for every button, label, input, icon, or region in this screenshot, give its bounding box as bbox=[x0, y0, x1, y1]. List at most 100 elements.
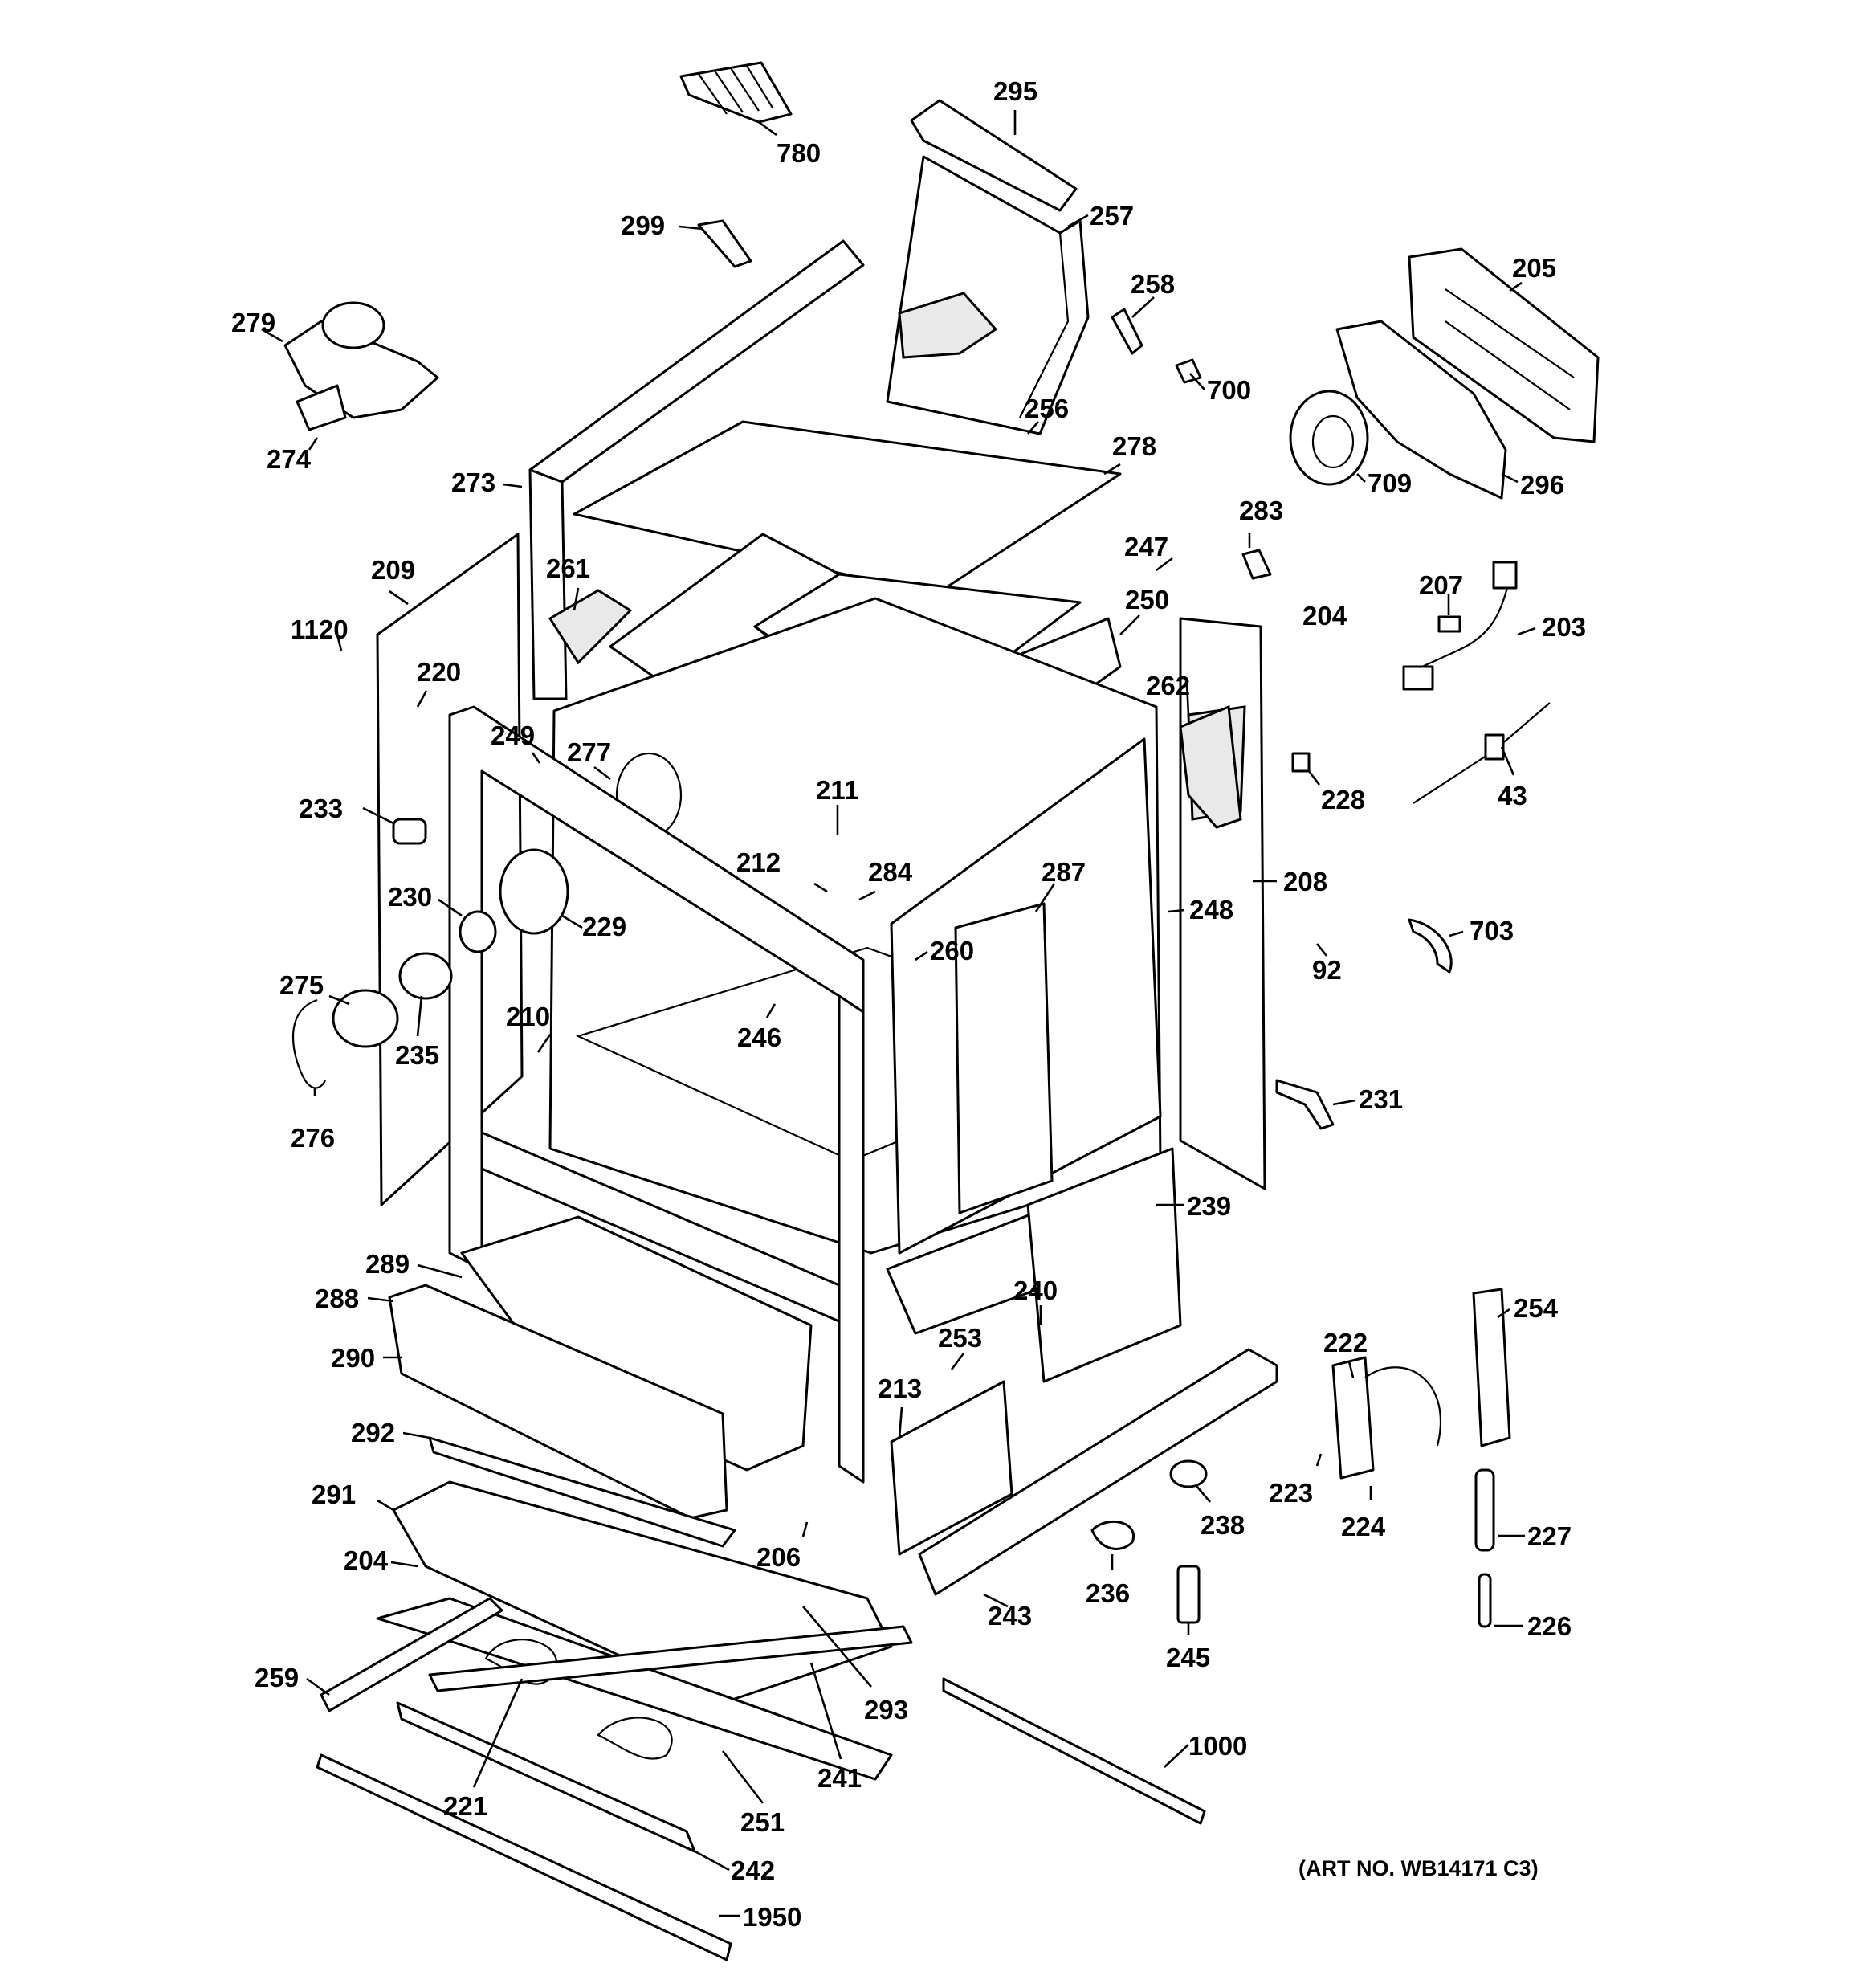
callout-253: 253 bbox=[938, 1323, 982, 1353]
callout-276: 276 bbox=[291, 1123, 335, 1153]
callout-92: 92 bbox=[1312, 955, 1342, 985]
part-248-side-panel bbox=[890, 737, 1162, 1255]
callout-205: 205 bbox=[1512, 253, 1556, 283]
part-261-insulation-piece bbox=[548, 589, 633, 665]
part-273-top-frame bbox=[528, 239, 865, 700]
callout-229: 229 bbox=[582, 912, 626, 941]
part-703-clip bbox=[1408, 918, 1453, 974]
callout-213: 213 bbox=[878, 1374, 922, 1403]
part-245-leveler bbox=[1176, 1565, 1201, 1624]
callout-224: 224 bbox=[1341, 1512, 1386, 1541]
callout-212: 212 bbox=[736, 847, 781, 877]
part-262-insulation bbox=[1179, 704, 1242, 829]
part-276-wire-retainer bbox=[291, 998, 326, 1089]
callout-259: 259 bbox=[255, 1663, 299, 1692]
callout-289: 289 bbox=[365, 1249, 410, 1279]
callout-291: 291 bbox=[312, 1480, 356, 1509]
part-43-sensor bbox=[1413, 702, 1551, 804]
callout-247: 247 bbox=[1124, 532, 1168, 561]
callout-703: 703 bbox=[1470, 916, 1514, 945]
callout-207: 207 bbox=[1419, 570, 1463, 600]
part-292-shield bbox=[428, 1436, 736, 1548]
callout-249: 249 bbox=[491, 720, 535, 750]
callout-256: 256 bbox=[1025, 394, 1069, 423]
part-240-rear-crossmember bbox=[886, 1147, 1182, 1383]
callout-279: 279 bbox=[231, 308, 275, 337]
callout-246: 246 bbox=[737, 1023, 781, 1052]
callout-248: 248 bbox=[1189, 895, 1233, 925]
callout-296: 296 bbox=[1520, 470, 1564, 500]
callout-295: 295 bbox=[993, 76, 1037, 106]
part-236-clip bbox=[1090, 1520, 1135, 1550]
callout-287: 287 bbox=[1042, 857, 1086, 887]
part-207-block bbox=[1437, 615, 1461, 633]
part-279-valve bbox=[283, 301, 439, 431]
part-205-rear-panel bbox=[1408, 247, 1600, 443]
callout-293: 293 bbox=[864, 1695, 908, 1725]
callout-209: 209 bbox=[371, 555, 415, 585]
part-278-top-insulation bbox=[573, 420, 1122, 596]
callout-242: 242 bbox=[731, 1855, 775, 1885]
callout-1950: 1950 bbox=[743, 1902, 801, 1932]
callout-240: 240 bbox=[1013, 1276, 1058, 1305]
callout-1120: 1120 bbox=[291, 614, 349, 644]
callout-1000: 1000 bbox=[1188, 1731, 1247, 1761]
part-283-clip bbox=[1241, 549, 1272, 580]
callout-227: 227 bbox=[1527, 1521, 1572, 1551]
callout-258: 258 bbox=[1131, 269, 1175, 299]
part-700-clip bbox=[1175, 358, 1202, 384]
callout-262: 262 bbox=[1146, 671, 1190, 700]
callout-290: 290 bbox=[331, 1343, 375, 1373]
callout-273: 273 bbox=[451, 467, 495, 497]
callout-261: 261 bbox=[546, 553, 590, 583]
part-242-bottom-trim bbox=[396, 1701, 696, 1853]
callout-233: 233 bbox=[299, 794, 343, 823]
part-228-fastener bbox=[1291, 752, 1311, 773]
callout-239: 239 bbox=[1187, 1191, 1231, 1221]
part-275-lamp-cover bbox=[332, 989, 399, 1048]
part-1000-trim-strip bbox=[942, 1677, 1206, 1825]
callout-203: 203 bbox=[1542, 612, 1586, 642]
part-233-knob-light bbox=[392, 818, 427, 845]
part-253-bracket bbox=[890, 1380, 1013, 1556]
callout-250: 250 bbox=[1125, 585, 1169, 614]
callout-223: 223 bbox=[1269, 1478, 1313, 1508]
art-number: (ART NO. WB14171 C3) bbox=[1298, 1856, 1539, 1880]
callout-780: 780 bbox=[777, 138, 821, 168]
part-296-rear-shield bbox=[1335, 320, 1507, 500]
callout-235: 235 bbox=[395, 1040, 439, 1070]
part-259-slide bbox=[320, 1597, 503, 1712]
part-1950-kick-plate bbox=[316, 1753, 732, 1961]
callout-275: 275 bbox=[279, 970, 324, 1000]
callout-204-lower: 204 bbox=[344, 1545, 389, 1575]
callout-204-upper: 204 bbox=[1302, 601, 1347, 631]
leader-lines bbox=[261, 110, 1536, 1917]
part-227-spring bbox=[1474, 1468, 1495, 1552]
part-293-drawer-box bbox=[376, 1597, 893, 1781]
part-231-bracket bbox=[1275, 1079, 1335, 1130]
callout-220: 220 bbox=[417, 657, 461, 687]
callout-226: 226 bbox=[1527, 1611, 1572, 1641]
part-235-bulb bbox=[398, 952, 453, 1000]
part-226-link bbox=[1478, 1573, 1492, 1628]
callout-228: 228 bbox=[1321, 785, 1365, 814]
callout-299: 299 bbox=[621, 210, 665, 240]
part-238-grommet bbox=[1169, 1459, 1208, 1488]
callout-709: 709 bbox=[1368, 468, 1412, 498]
part-246-front-frame bbox=[448, 705, 865, 1484]
callout-274: 274 bbox=[267, 444, 312, 474]
part-258-bracket bbox=[1111, 308, 1143, 355]
callout-254: 254 bbox=[1514, 1293, 1559, 1323]
callout-208: 208 bbox=[1283, 867, 1327, 896]
callout-260: 260 bbox=[930, 936, 974, 965]
callout-210: 210 bbox=[506, 1002, 550, 1031]
callout-292: 292 bbox=[351, 1418, 395, 1447]
part-288-290-front-rail bbox=[388, 1284, 728, 1520]
callout-243: 243 bbox=[988, 1601, 1032, 1631]
callout-236: 236 bbox=[1086, 1578, 1130, 1608]
callout-284: 284 bbox=[868, 857, 913, 887]
part-254-hinge-plate bbox=[1472, 1288, 1511, 1447]
callout-278: 278 bbox=[1112, 431, 1156, 461]
part-709-flange bbox=[1289, 390, 1369, 486]
